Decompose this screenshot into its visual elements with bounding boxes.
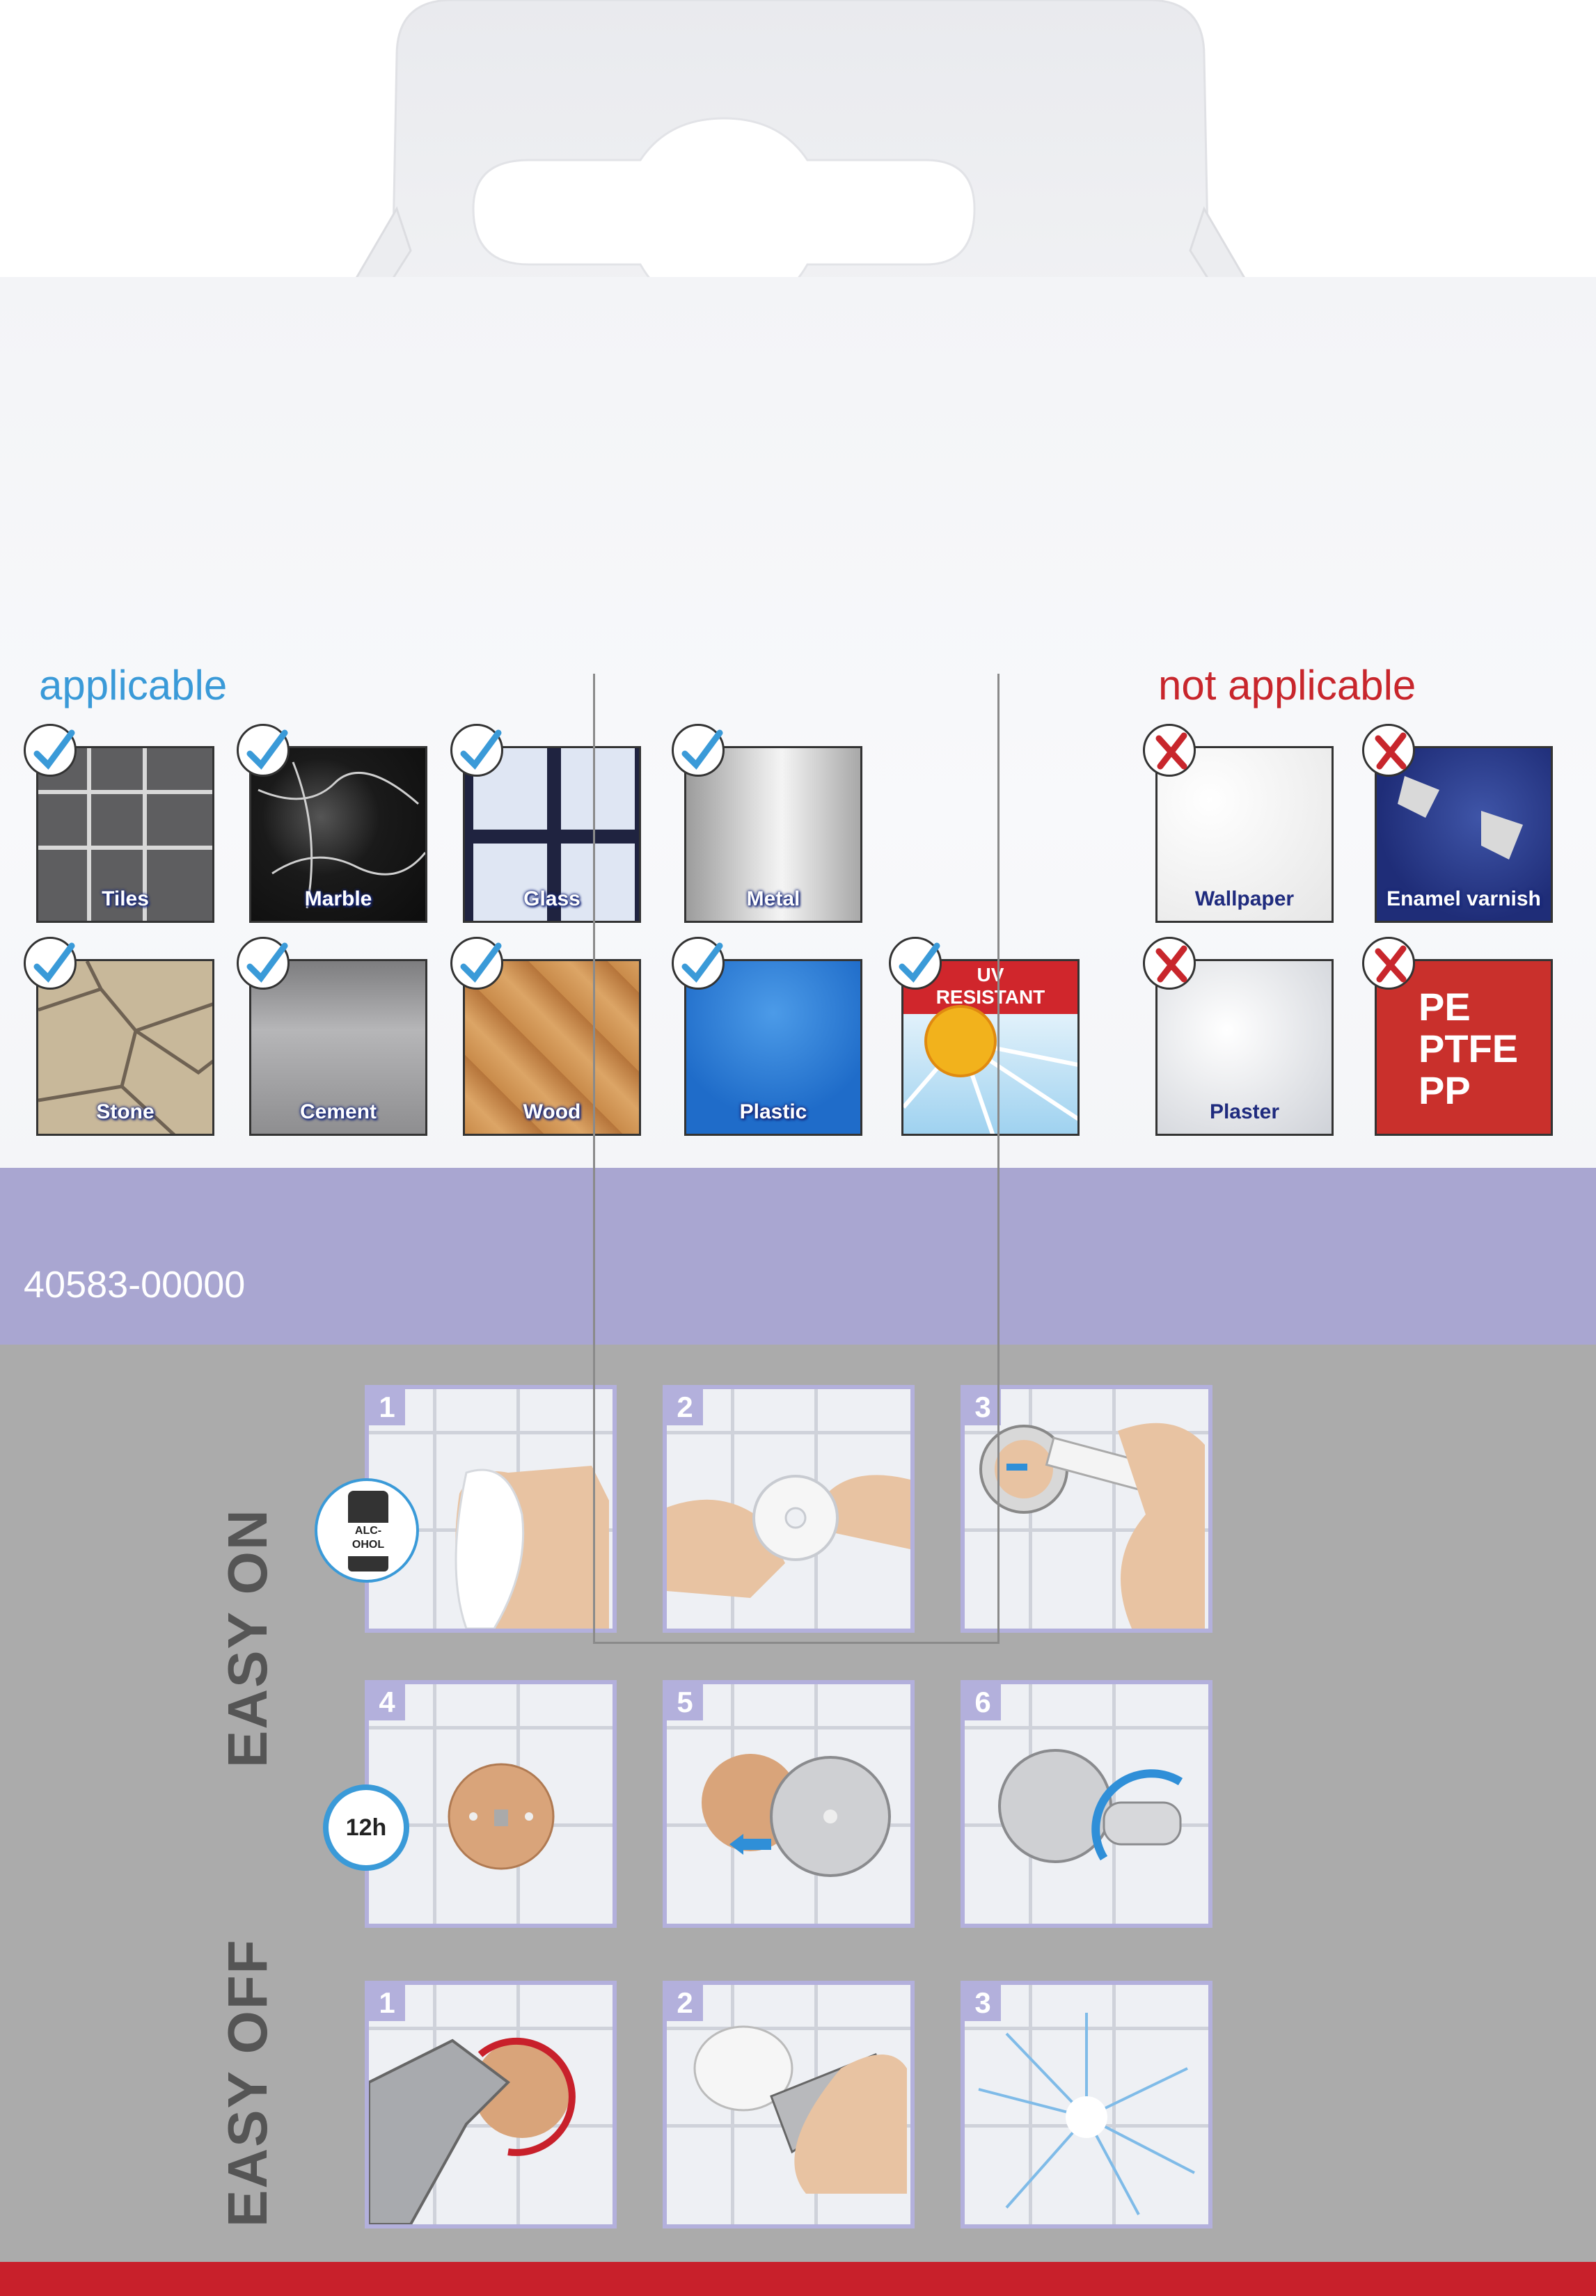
material-tile-glass: Glass xyxy=(463,746,641,923)
material-label: Wood xyxy=(523,1100,581,1123)
easy-off-step-2: 2 xyxy=(663,1981,915,2228)
finished-hook-icon xyxy=(998,1749,1183,1863)
cross-icon xyxy=(1362,724,1415,777)
material-tile-cement: Cement xyxy=(249,959,427,1136)
easy-on-step-6: 6 xyxy=(961,1680,1212,1928)
material-label: Glass xyxy=(523,887,580,910)
step-number: 5 xyxy=(667,1684,703,1720)
check-icon xyxy=(672,724,725,777)
material-tile-plaster: Plaster xyxy=(1155,959,1334,1136)
step-number: 2 xyxy=(667,1389,703,1425)
wrench-icon xyxy=(369,2037,576,2224)
alcohol-label-line1: ALC- xyxy=(354,1525,382,1537)
step-number: 1 xyxy=(369,1389,405,1425)
easy-on-step-3: 3 xyxy=(961,1385,1212,1633)
wipe-icon xyxy=(455,1466,609,1629)
material-label: Cement xyxy=(299,1100,377,1123)
alcohol-label-line2: OHOL xyxy=(351,1539,385,1551)
cross-icon xyxy=(1143,937,1196,990)
sun-icon xyxy=(903,1005,1077,1134)
cross-icon xyxy=(1143,724,1196,777)
mounted-pad-icon xyxy=(448,1763,555,1870)
material-tile-plastic: Plastic xyxy=(684,959,862,1136)
material-label: Wallpaper xyxy=(1194,887,1295,910)
material-label: Stone xyxy=(96,1100,155,1123)
clean-sparkle-icon xyxy=(978,2013,1195,2215)
check-icon xyxy=(24,937,77,990)
plastics-tile: PE PTFE PP xyxy=(1375,959,1553,1136)
pe-label: PE xyxy=(1419,985,1471,1029)
easy-off-step-3: 3 xyxy=(961,1981,1212,2228)
resistant-label: RESISTANT xyxy=(935,986,1045,1008)
step-number: 1 xyxy=(369,1985,405,2021)
easy-on-title: EASY ON xyxy=(216,1508,278,1768)
material-tile-wood: Wood xyxy=(463,959,641,1136)
check-icon xyxy=(237,937,290,990)
article-number: 40583-00000 xyxy=(24,1264,246,1306)
easy-off-title: EASY OFF xyxy=(216,1938,278,2227)
glue-apply-icon xyxy=(979,1423,1205,1629)
check-icon xyxy=(672,937,725,990)
material-tile-marble: Marble xyxy=(249,746,427,923)
peeling-paint xyxy=(1398,776,1523,860)
material-label: Plaster xyxy=(1209,1100,1280,1123)
step-number: 4 xyxy=(369,1684,405,1720)
article-band xyxy=(0,1168,1596,1345)
bottom-stripe xyxy=(0,2262,1596,2296)
check-icon xyxy=(237,724,290,777)
applicable-heading: applicable xyxy=(39,662,228,708)
step-number: 6 xyxy=(965,1684,1001,1720)
cross-icon xyxy=(1362,937,1415,990)
easy-off-step-1: 1 xyxy=(365,1981,617,2228)
material-tile-tiles: Tiles xyxy=(36,746,214,923)
material-label: Plastic xyxy=(739,1100,807,1123)
easy-on-step-4: 4 xyxy=(365,1680,617,1928)
step-number: 3 xyxy=(965,1985,1001,2021)
easy-on-step-5: 5 xyxy=(663,1680,915,1928)
adhesive-pad-icon xyxy=(667,1475,910,1598)
not-applicable-heading: not applicable xyxy=(1158,662,1416,708)
check-icon xyxy=(889,937,942,990)
cure-time-label: 12h xyxy=(345,1814,387,1841)
pp-label: PP xyxy=(1419,1068,1471,1112)
stone-pattern xyxy=(38,961,212,1134)
marble-veins xyxy=(258,761,425,909)
attach-plate-icon xyxy=(702,1754,891,1877)
check-icon xyxy=(24,724,77,777)
clock-icon: 12h xyxy=(323,1784,409,1871)
scrape-icon xyxy=(693,2025,907,2194)
blister-outline xyxy=(593,674,1000,1644)
check-icon xyxy=(450,724,503,777)
material-tile-metal: Metal xyxy=(684,746,862,923)
material-tile-wallpaper: Wallpaper xyxy=(1155,746,1334,923)
ptfe-label: PTFE xyxy=(1419,1027,1519,1070)
easy-on-step-2: 2 xyxy=(663,1385,915,1633)
alcohol-bottle-badge: ALC- OHOL xyxy=(315,1478,419,1583)
material-label: Enamel varnish xyxy=(1386,887,1541,910)
material-label: Metal xyxy=(746,887,800,910)
material-tile-enamel-varnish: Enamel varnish xyxy=(1375,746,1553,923)
step-number: 3 xyxy=(965,1389,1001,1425)
material-label: Tiles xyxy=(102,887,149,910)
step-number: 2 xyxy=(667,1985,703,2021)
check-icon xyxy=(450,937,503,990)
material-label: Marble xyxy=(304,887,372,910)
material-tile-stone: Stone xyxy=(36,959,214,1136)
